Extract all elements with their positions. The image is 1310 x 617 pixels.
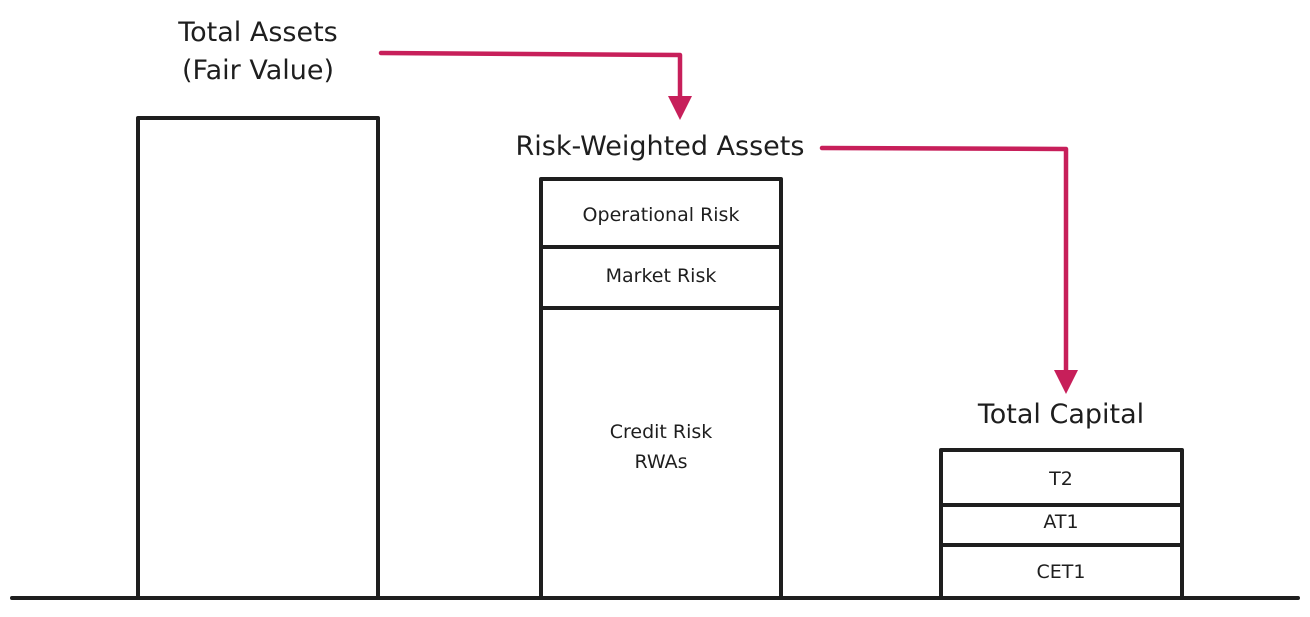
arrow-assets-to-rwa-line	[378, 50, 683, 103]
total-capital-bar	[939, 448, 1184, 600]
segment-market-risk: Market Risk	[606, 265, 717, 287]
segment-cet1: CET1	[1037, 561, 1086, 583]
segment-at1: AT1	[1043, 511, 1078, 533]
segment-credit-risk-line1: Credit Risk	[610, 421, 713, 443]
arrow-rwa-to-capital	[819, 145, 1078, 394]
arrow-assets-to-rwa	[378, 50, 692, 120]
rwa-title: Risk-Weighted Assets	[516, 131, 805, 162]
arrow-assets-to-rwa-head	[668, 96, 692, 120]
segment-t2: T2	[1048, 468, 1073, 490]
arrow-rwa-to-capital-head	[1054, 370, 1078, 394]
total-capital-title: Total Capital	[977, 399, 1144, 430]
total-assets-title-line1: Total Assets	[177, 17, 338, 48]
total-assets-title-line2: (Fair Value)	[182, 55, 334, 86]
rwa-bar	[539, 177, 783, 600]
total-assets-bar	[136, 116, 380, 600]
arrow-rwa-to-capital-line	[819, 145, 1069, 375]
segment-credit-risk-line2: RWAs	[634, 451, 687, 473]
segment-operational-risk: Operational Risk	[583, 204, 740, 226]
